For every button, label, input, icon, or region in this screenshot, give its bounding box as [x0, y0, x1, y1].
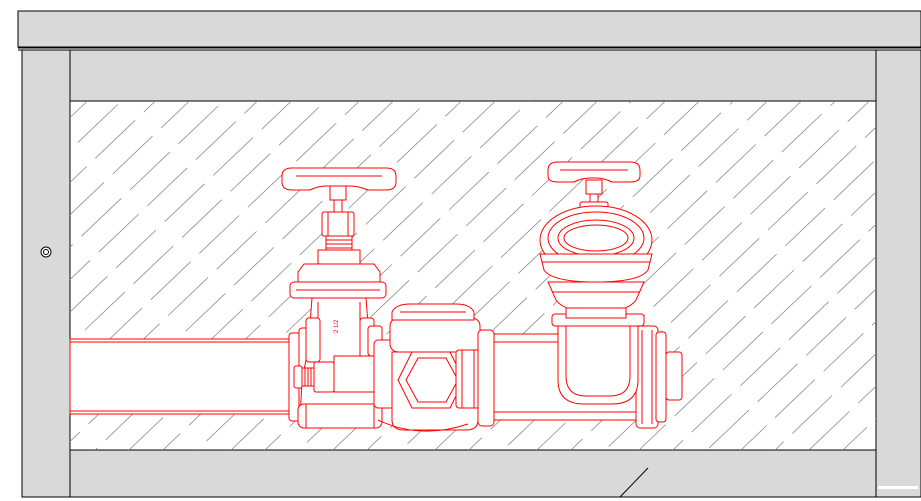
hatch-line: [808, 385, 876, 450]
hatch-line: [70, 101, 258, 281]
cabinet-right-post: [875, 49, 921, 498]
hatch-line: [70, 101, 190, 216]
hatch-line: [706, 288, 876, 450]
door-knob-icon: [40, 246, 52, 258]
hatch-line: [70, 101, 224, 248]
cabinet-bottom-rail: [69, 449, 877, 498]
hatch-line: [740, 320, 876, 450]
cabinet-top-lintel: [17, 10, 921, 48]
riser-elbow: [551, 313, 645, 405]
landing-valve: [539, 161, 653, 319]
bottom-right-tick: [878, 486, 918, 489]
hatch-line: [638, 223, 876, 450]
gate-valve-handwheel: [281, 167, 397, 191]
outlet-plug: [293, 361, 335, 393]
supply-pipe: [69, 327, 310, 427]
hatch-line: [70, 101, 360, 378]
cabinet-left-post: [21, 49, 71, 498]
hatch-line: [70, 101, 292, 313]
hatch-line: [570, 158, 876, 450]
valve-base-curve: [377, 419, 469, 432]
strainer-hex-nut: [397, 351, 465, 409]
cabinet-top-rail: [69, 49, 877, 102]
strainer-assembly: [333, 303, 481, 431]
landing-valve-handwheel: [547, 161, 641, 183]
bottom-leader-line: [619, 467, 649, 498]
pipe-size-label: 2 1/2: [334, 319, 340, 333]
hatch-line: [672, 256, 876, 450]
hatch-line: [70, 101, 326, 345]
